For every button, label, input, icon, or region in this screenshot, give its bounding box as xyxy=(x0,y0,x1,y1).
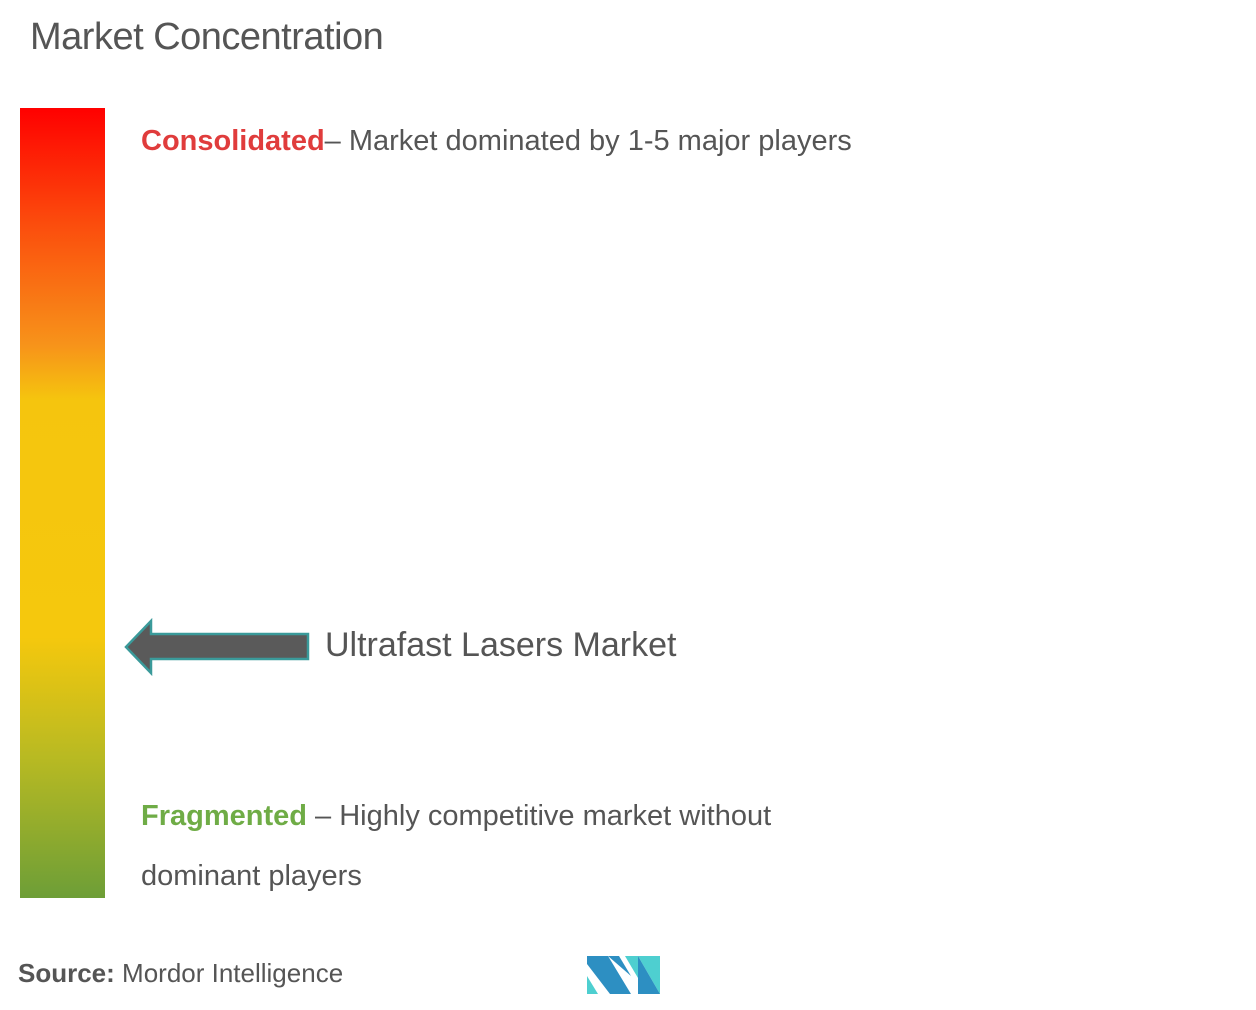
consolidated-description: Consolidated– Market dominated by 1-5 ma… xyxy=(141,111,861,171)
source-label: Source: xyxy=(18,958,115,988)
source-value: Mordor Intelligence xyxy=(114,958,344,988)
fragmented-text: – Highly competitive market without domi… xyxy=(141,800,772,892)
chart-title: Market Concentration xyxy=(30,16,384,58)
market-position-arrow-icon xyxy=(124,617,310,677)
concentration-gradient-bar xyxy=(20,108,105,898)
market-label: Ultrafast Lasers Market xyxy=(325,626,677,664)
consolidated-text: – Market dominated by 1-5 major players xyxy=(324,125,852,157)
source-note: Source: Mordor Intelligence xyxy=(18,958,343,989)
fragmented-label: Fragmented xyxy=(141,800,307,832)
mordor-intelligence-logo-icon xyxy=(587,956,660,994)
fragmented-description: Fragmented – Highly competitive market w… xyxy=(141,786,861,906)
consolidated-label: Consolidated xyxy=(141,125,325,157)
